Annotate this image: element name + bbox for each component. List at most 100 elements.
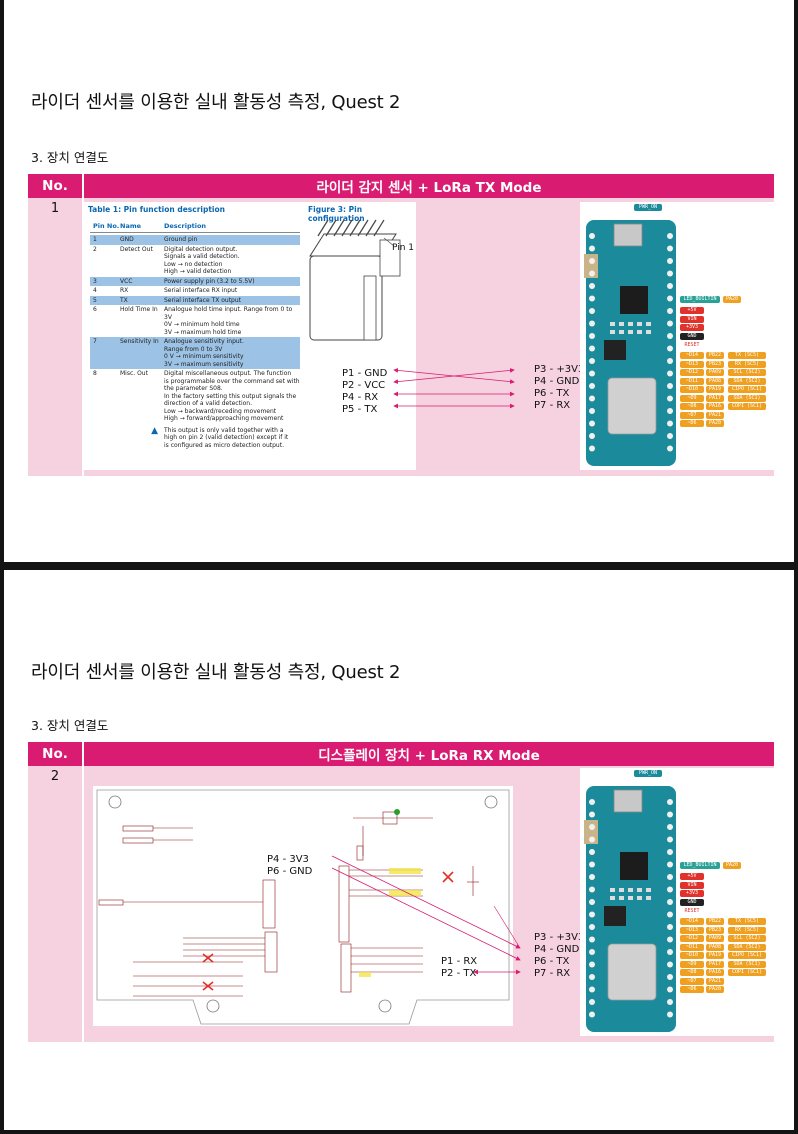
pin-number: 8 [93,370,97,377]
port-pin-label: PA17 [706,394,724,402]
pin-name: VCC [120,277,133,285]
pin-description-line: Digital detection output. [164,245,238,253]
power-pin-label: GND [680,898,704,906]
power-pin-label: +3V3 [680,324,704,331]
pin1-label: Pin 1 [392,243,415,253]
reset-label: RESET [680,908,704,915]
pin-description-line: Low → no detection [164,260,223,268]
schematic-pin-label: P6 - GND [267,866,313,877]
pin-table-row: 6 Hold Time In Analogue hold time input. R… [90,305,300,337]
port-pin-label: PA21 [706,977,724,985]
port-pin-label: PB23 [706,360,724,368]
note-line: This output is only valid together with … [164,426,284,434]
pin-name: GND [120,236,134,243]
pin-name: RX [120,287,129,294]
digital-pin-label: ~D6 [680,420,704,427]
digital-pin-label: ~D6 [680,986,704,993]
sensor-pin-label: P2 - VCC [342,380,386,391]
pin-description-line: High → valid detection [164,268,232,275]
led-builtin-label: LED_BUILTIN [680,296,720,303]
pin-number: 5 [93,296,97,304]
board-pin-label: P3 - +3V3 [534,932,585,943]
alt-function-label: RX (SC5) [728,360,766,368]
port-pin-label: PB23 [706,926,724,934]
pin-table-row: 8 Misc. Out Digital miscellaneous output. … [90,369,300,424]
table-row: 2 [28,766,774,1042]
header-title: 디스플레이 장치 + LoRa RX Mode [84,742,774,766]
sensor-connector-drawing [309,219,401,341]
col-description: Description [164,222,207,230]
pin-description-line: 0V → minimum hold time [164,321,240,328]
alt-function-label: TX (SC5) [728,352,766,359]
power-on-label: PWR_ON [634,204,662,211]
power-pin-label: GND [680,332,704,340]
header-no: No. [28,174,84,198]
board-outline [584,786,676,1032]
alt-function-label: SCL (SC2) [728,369,766,376]
pin-name: Sensitivity In [120,338,159,345]
port-pin-label: PA08 [706,943,724,951]
section-heading: 3. 장치 연결도 [31,150,109,165]
pin-description: Digital miscellaneous output. The functi… [164,370,300,423]
pin-number: 7 [93,338,97,345]
board-pin-label: P4 - GND [534,376,580,387]
digital-pin-label: ~D14 [680,352,704,359]
table-note: ▲ This output is only valid together wit… [90,426,300,450]
pin-description: Analogue hold time input. Range from 0 t… [164,306,300,336]
digital-pin-label: ~D8 [680,403,704,410]
port-pin-label: PB22 [706,918,724,925]
pin-description-line: 0 V → minimum sensitivity [164,353,244,360]
digital-pin-label: ~D9 [680,394,704,402]
port-pin-label: PA16 [706,969,724,976]
board-outline [584,220,676,466]
pin-description: Digital detection output.Signals a valid… [164,246,300,276]
pin-description: Analogue sensitivity input.Range from 0 … [164,338,300,368]
slide-title: 라이더 센서를 이용한 실내 활동성 측정, Quest 2 [31,92,401,113]
digital-pin-label: ~D7 [680,977,704,985]
port-pin-label: PA16 [706,403,724,410]
alt-function-label: CIPO (SC1) [728,386,766,393]
port-pin-label: PA20 [706,420,724,427]
digital-pin-label: ~D10 [680,952,704,959]
schematic-drawing [96,789,510,1025]
sensor-pin-label: P1 - GND [342,368,388,379]
header-no: No. [28,742,84,766]
pin-name: Hold Time In [120,306,158,313]
pin-description: Serial interface TX output [164,297,300,305]
row-number: 2 [28,766,84,1042]
pin-table-row: 7 Sensitivity In Analogue sensitivity inpu… [90,337,300,369]
alt-function-label: SDA (SC1) [728,394,766,402]
reset-label: RESET [680,342,704,349]
pin-number: 3 [93,277,97,285]
led-port-label: PA20 [723,862,741,869]
port-pin-label: PB22 [706,352,724,359]
digital-pin-label: ~D8 [680,969,704,976]
alt-function-label: SDA (SC1) [728,960,766,968]
pin-number: 2 [93,245,97,253]
wiring-arrows [331,855,521,975]
section-heading: 3. 장치 연결도 [31,718,109,733]
header-title: 라이더 감지 센서 + LoRa TX Mode [84,174,774,198]
pin-name: Misc. Out [120,370,148,377]
alt-function-label: SCL (SC2) [728,935,766,942]
power-pin-label: +5V [680,873,704,880]
pin-description-line: Signals a valid detection. [164,253,240,260]
digital-pin-label: ~D12 [680,369,704,376]
power-pin-label: +3V3 [680,890,704,897]
pin-description-line: Range from 0 to 3V [164,345,223,353]
pin-description-line: 3V → maximum sensitivity [164,360,244,368]
digital-pin-label: ~D10 [680,386,704,393]
pin-description-line: Serial interface TX output [164,296,242,304]
pin-description: Serial interface RX input [164,287,300,295]
table-title: Table 1: Pin function description [88,205,225,214]
slide-2: 라이더 센서를 이용한 실내 활동성 측정, Quest 2 3. 장치 연결도… [4,570,794,1130]
power-on-label: PWR_ON [634,770,662,777]
sensor-pin-label: P5 - TX [342,404,378,415]
power-pin-label: +5V [680,307,704,314]
pin-number: 6 [93,306,97,313]
pin-description: Power supply pin (3.2 to 5.5V) [164,278,300,286]
